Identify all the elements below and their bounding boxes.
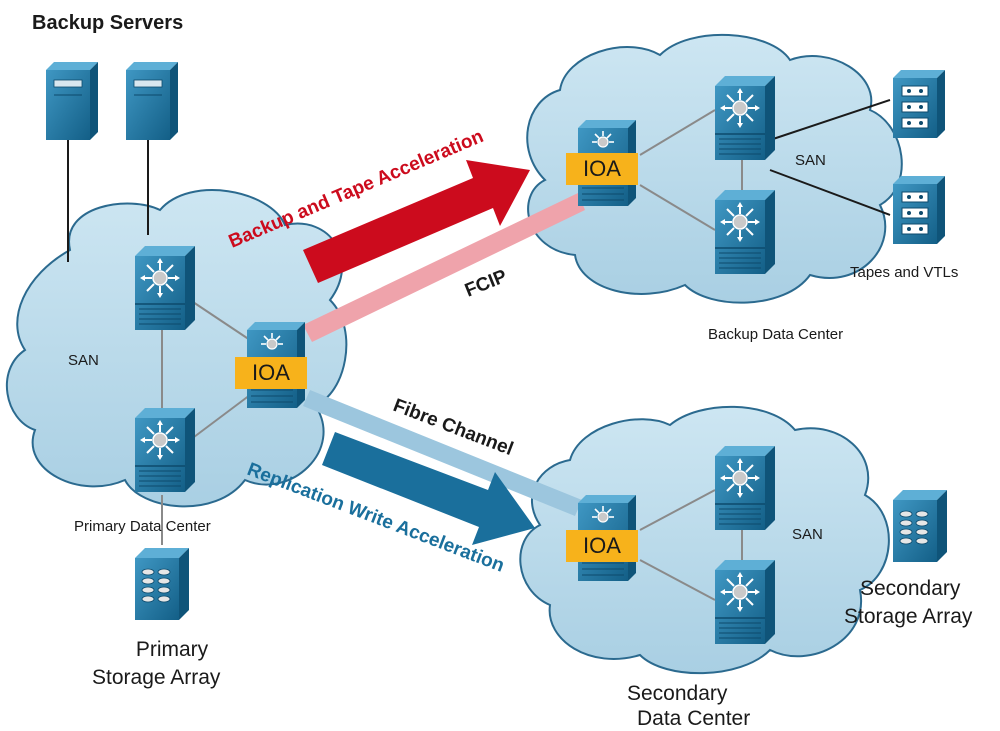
- tape-library-2-icon: [892, 175, 946, 245]
- primary-storage-label-2: Storage Array: [92, 666, 221, 689]
- secondary-san-label: SAN: [792, 526, 823, 543]
- tape-links: [769, 99, 891, 216]
- primary-storage-icon: [134, 547, 190, 621]
- secondary-switch-top-icon: [714, 445, 776, 531]
- backup-switch-bottom-icon: [714, 189, 776, 275]
- secondary-dc-label-1: Secondary: [627, 682, 728, 705]
- fcip-label: FCIP: [462, 266, 510, 302]
- secondary-storage-label-2: Storage Array: [844, 605, 973, 628]
- secondary-switch-bottom-icon: [714, 559, 776, 645]
- primary-dc-label: Primary Data Center: [74, 518, 211, 535]
- ioa-secondary-badge: IOA: [566, 530, 638, 562]
- backup-dc-label: Backup Data Center: [708, 326, 844, 343]
- replication-acceleration-arrow: [322, 432, 535, 545]
- backup-switch-top-icon: [714, 75, 776, 161]
- primary-storage-label-1: Primary: [135, 638, 209, 661]
- backup-san-label: SAN: [795, 152, 826, 169]
- secondary-storage-icon: [892, 489, 948, 563]
- backup-server-2-icon: [125, 61, 179, 141]
- primary-san-label: SAN: [68, 352, 99, 369]
- backup-servers-title: Backup Servers: [32, 12, 184, 34]
- secondary-storage-label-1: Secondary: [860, 577, 961, 600]
- fibre-channel-link: [303, 390, 582, 516]
- server-links: [67, 140, 149, 262]
- ioa-primary-badge: IOA: [235, 357, 307, 389]
- primary-switch-bottom-icon: [134, 407, 196, 493]
- tapes-label: Tapes and VTLs: [850, 264, 959, 281]
- tape-library-1-icon: [892, 69, 946, 139]
- fcip-link: [303, 193, 585, 342]
- backup-acceleration-arrow: [303, 160, 530, 283]
- primary-san-links: [161, 299, 251, 545]
- ioa-backup-badge: IOA: [566, 153, 638, 185]
- secondary-dc-label-2: Data Center: [637, 707, 751, 730]
- secondary-cloud: [519, 405, 890, 675]
- backup-server-1-icon: [45, 61, 99, 141]
- primary-cloud: [6, 189, 348, 508]
- primary-switch-top-icon: [134, 245, 196, 331]
